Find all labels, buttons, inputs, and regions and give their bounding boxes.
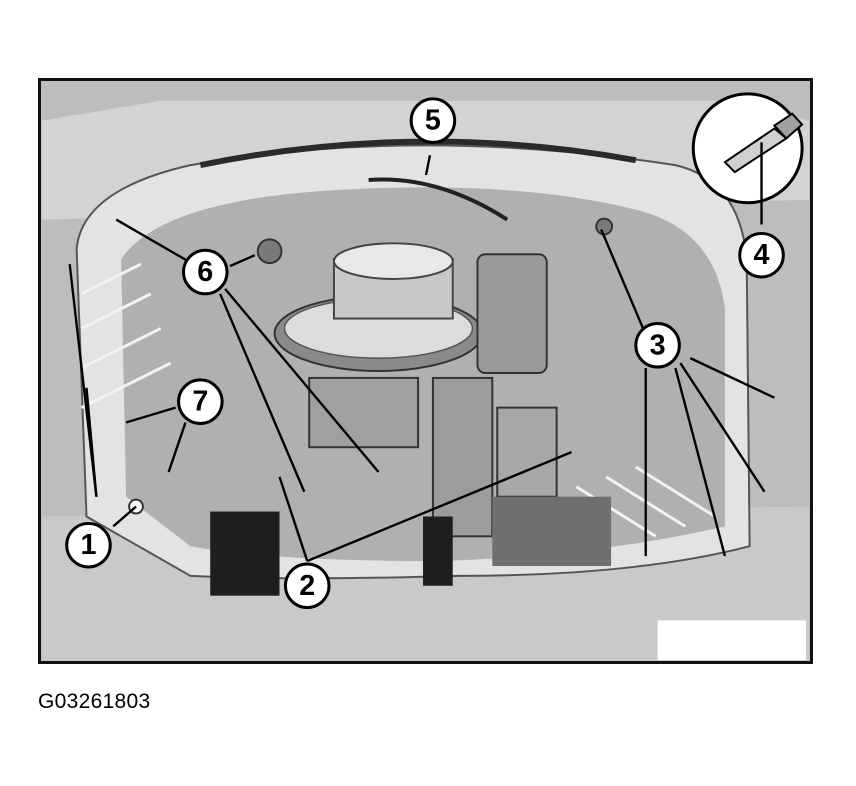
figure-reference-code: G03261803 (38, 690, 151, 713)
callout-7: 7 (177, 378, 224, 425)
lower-opening-center (423, 516, 453, 586)
plastic-rivet (723, 112, 804, 174)
svg-text:1: 1 (81, 529, 97, 561)
liner-mounting-hole-right (595, 217, 614, 236)
svg-text:7: 7 (192, 386, 208, 418)
callout-1: 1 (65, 521, 112, 569)
brake-line (368, 177, 509, 222)
liner-ribs-left (80, 262, 172, 409)
svg-text:3: 3 (650, 329, 666, 361)
liner-mounting-hole-left (256, 238, 283, 265)
wheel-arch-cavity (121, 187, 725, 562)
wheel-arch-liner-illustration: 1 2 3 4 5 6 7 (38, 78, 813, 664)
callout-2: 2 (283, 562, 331, 610)
steering-knuckle (308, 376, 420, 449)
corner-blank-box (657, 620, 807, 661)
brake-caliper (476, 253, 548, 374)
svg-text:4: 4 (754, 239, 770, 271)
suspension-arm (431, 376, 494, 538)
wheel-hub-top (332, 242, 454, 280)
lower-opening-right (492, 496, 612, 566)
lower-opening-left (210, 511, 280, 596)
svg-text:5: 5 (425, 105, 441, 137)
control-arm-bracket (496, 406, 558, 498)
callout-5: 5 (409, 97, 457, 144)
callout-6: 6 (182, 248, 229, 296)
svg-text:2: 2 (299, 570, 315, 602)
callout-4: 4 (738, 231, 785, 279)
svg-text:6: 6 (197, 256, 213, 288)
liner-rim-edge (199, 138, 637, 169)
callout-3: 3 (634, 322, 681, 369)
